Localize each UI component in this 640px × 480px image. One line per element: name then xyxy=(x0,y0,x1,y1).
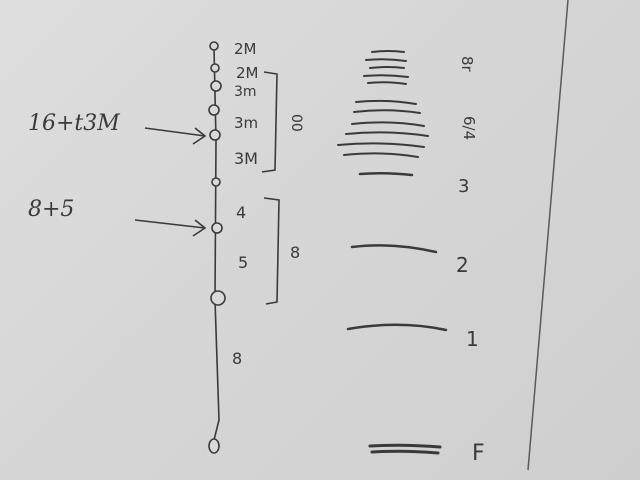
axis-label-2m-1: 2M xyxy=(234,40,257,58)
left-label-lower: 8+5 xyxy=(28,197,74,222)
arrow-lower xyxy=(134,219,207,237)
axis-label-3m-3: 3M xyxy=(234,149,258,168)
axis-label-3m-2: 3m xyxy=(234,114,258,132)
band-label-mid: 6/4 xyxy=(460,116,478,140)
band-label-three: 3 xyxy=(458,176,469,197)
bracket-lower xyxy=(263,197,280,305)
band-label-one: 1 xyxy=(466,327,479,351)
gel-bands xyxy=(337,50,448,455)
axis-label-0: 0 xyxy=(204,453,205,455)
axis-label-2m-2: 2M xyxy=(236,64,259,82)
bracket-upper xyxy=(261,71,278,173)
left-label-upper: 16+t3M xyxy=(28,111,120,136)
arrow-upper xyxy=(144,127,207,145)
bracket-label-upper: 00 xyxy=(288,114,304,132)
axis-label-5: 5 xyxy=(238,253,248,272)
band-label-two: 2 xyxy=(456,253,469,277)
band-label-top: 8r xyxy=(458,56,476,73)
board-edge-line xyxy=(527,0,569,471)
axis-label-3m-1: 3m xyxy=(234,84,257,100)
bracket-label-lower: 8 xyxy=(290,243,300,262)
axis-label-8: 8 xyxy=(232,349,242,368)
axis-label-4: 4 xyxy=(236,203,246,222)
band-label-f: F xyxy=(472,441,485,466)
timeline-nodes xyxy=(208,41,226,454)
